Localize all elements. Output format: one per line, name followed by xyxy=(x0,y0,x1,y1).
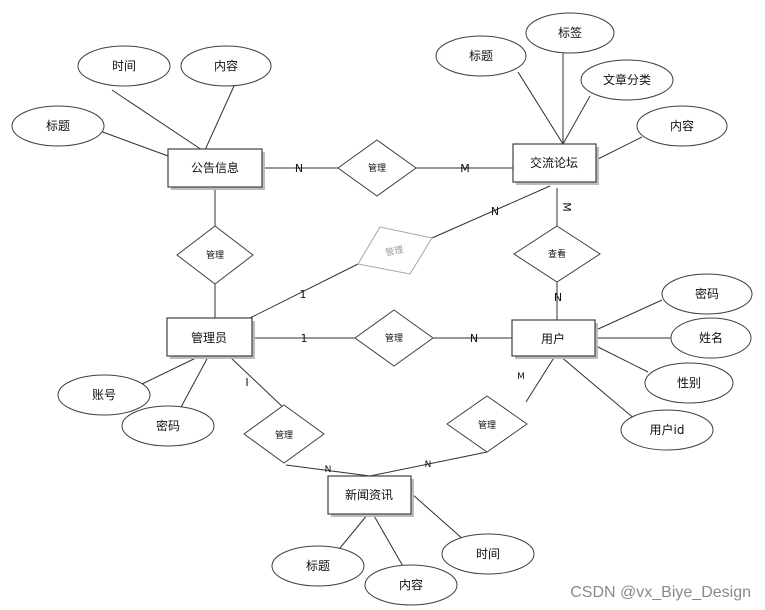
line-forum-content xyxy=(595,136,643,161)
attribute-ann-title-label: 标题 xyxy=(46,119,70,133)
line-ann-content xyxy=(204,85,235,151)
attribute-user-gender[interactable]: 性别 xyxy=(644,362,734,404)
card-forum-user-user: N xyxy=(554,291,562,304)
relationship-forum-user[interactable]: 查看 xyxy=(513,225,601,283)
relationship-admin-user[interactable]: 管理 xyxy=(354,309,434,367)
line-news-time xyxy=(411,493,465,541)
relationship-ann-admin[interactable]: 管理 xyxy=(176,225,254,285)
attribute-ann-title[interactable]: 标题 xyxy=(11,105,105,147)
relationship-forum-user-label: 查看 xyxy=(548,248,566,260)
line-forum-category xyxy=(562,95,591,145)
attribute-user-name[interactable]: 姓名 xyxy=(670,317,752,359)
card-forum-user-forum: M xyxy=(560,202,573,212)
relationship-ann-forum-label: 管理 xyxy=(368,162,386,174)
line-ann-title xyxy=(99,130,169,157)
attribute-forum-tag[interactable]: 标签 xyxy=(525,12,615,54)
card-ann-forum-ann: N xyxy=(295,162,303,175)
attribute-forum-category[interactable]: 文章分类 xyxy=(580,59,674,101)
attribute-news-title-label: 标题 xyxy=(306,559,330,573)
attribute-admin-account-label: 账号 xyxy=(92,388,116,402)
attribute-forum-title-label: 标题 xyxy=(469,49,493,63)
attribute-forum-content[interactable]: 内容 xyxy=(636,105,728,147)
line-user-password xyxy=(595,299,663,331)
relationship-ann-admin-label: 管理 xyxy=(206,249,224,261)
attribute-ann-time-label: 时间 xyxy=(112,59,136,73)
line-admin-password xyxy=(179,356,209,410)
card-user-news-news: N xyxy=(425,460,432,470)
line-admin-to-manage-5 xyxy=(229,356,287,411)
attribute-admin-account[interactable]: 账号 xyxy=(57,374,151,416)
line-admin-account xyxy=(141,355,201,385)
card-ann-forum-forum: M xyxy=(460,162,470,175)
attribute-news-content[interactable]: 内容 xyxy=(364,564,458,606)
entity-forum[interactable]: 交流论坛 xyxy=(512,143,599,185)
attribute-admin-password[interactable]: 密码 xyxy=(121,405,215,447)
card-admin-forum-admin: 1 xyxy=(300,288,307,301)
entity-user-label: 用户 xyxy=(541,331,565,346)
card-admin-user-admin: 1 xyxy=(301,332,308,345)
line-news-title xyxy=(339,513,369,549)
entity-forum-label: 交流论坛 xyxy=(530,155,578,170)
card-admin-forum-forum: N xyxy=(491,205,499,218)
line-manage-5-to-news xyxy=(285,464,371,477)
relationship-admin-forum-label: 管理 xyxy=(384,243,404,258)
cardinality-labels: N M 1 N M N 1 N I N M N xyxy=(245,162,573,475)
line-manage-6-to-news xyxy=(369,451,488,477)
attribute-forum-title[interactable]: 标题 xyxy=(435,35,527,77)
card-admin-news-news: N xyxy=(325,465,332,475)
attribute-ann-content[interactable]: 内容 xyxy=(180,45,272,87)
relationship-admin-news-label: 管理 xyxy=(275,429,293,441)
attribute-news-content-label: 内容 xyxy=(399,577,423,592)
entity-admin-label: 管理员 xyxy=(191,330,227,345)
relationship-admin-news[interactable]: 管理 xyxy=(243,404,325,464)
attribute-ann-time[interactable]: 时间 xyxy=(77,45,171,87)
line-news-content xyxy=(372,513,405,569)
attribute-user-password[interactable]: 密码 xyxy=(661,273,753,315)
line-admin-to-manage-3 xyxy=(249,263,359,319)
attribute-user-id-label: 用户id xyxy=(650,422,685,437)
attribute-news-title[interactable]: 标题 xyxy=(271,545,365,587)
attribute-admin-password-label: 密码 xyxy=(156,418,180,433)
entity-user[interactable]: 用户 xyxy=(511,319,598,359)
attribute-user-id[interactable]: 用户id xyxy=(620,409,714,451)
attribute-news-time[interactable]: 时间 xyxy=(441,533,535,575)
attribute-forum-category-label: 文章分类 xyxy=(603,72,651,87)
card-admin-user-user: N xyxy=(470,332,478,345)
line-manage-3-to-forum xyxy=(431,185,551,239)
relationship-user-news-label: 管理 xyxy=(478,419,496,431)
attribute-forum-content-label: 内容 xyxy=(670,118,694,133)
entity-admin[interactable]: 管理员 xyxy=(166,317,255,359)
line-user-id xyxy=(559,355,637,421)
relationship-ann-forum[interactable]: 管理 xyxy=(337,139,417,197)
watermark: CSDN @vx_Biye_Design xyxy=(570,584,751,601)
card-admin-news-admin: I xyxy=(245,376,248,389)
card-user-news-user: M xyxy=(517,372,525,382)
entity-news-label: 新闻资讯 xyxy=(345,487,393,502)
attribute-user-gender-label: 性别 xyxy=(677,376,701,390)
entity-news[interactable]: 新闻资讯 xyxy=(327,475,414,517)
attribute-user-password-label: 密码 xyxy=(695,286,719,301)
line-forum-title xyxy=(517,71,564,145)
line-user-to-manage-6 xyxy=(525,355,556,403)
connector-lines xyxy=(99,52,672,569)
attribute-ann-content-label: 内容 xyxy=(214,58,238,73)
attribute-forum-tag-label: 标签 xyxy=(558,25,582,40)
relationship-user-news[interactable]: 管理 xyxy=(446,395,528,453)
entity-announcement-label: 公告信息 xyxy=(191,160,239,175)
relationship-admin-user-label: 管理 xyxy=(385,332,403,344)
attribute-news-time-label: 时间 xyxy=(476,547,500,561)
attribute-user-name-label: 姓名 xyxy=(699,330,723,345)
line-user-gender xyxy=(595,345,649,373)
line-ann-time xyxy=(111,89,206,153)
relationship-admin-forum[interactable]: 管理 xyxy=(357,226,433,275)
entity-announcement[interactable]: 公告信息 xyxy=(167,148,265,190)
